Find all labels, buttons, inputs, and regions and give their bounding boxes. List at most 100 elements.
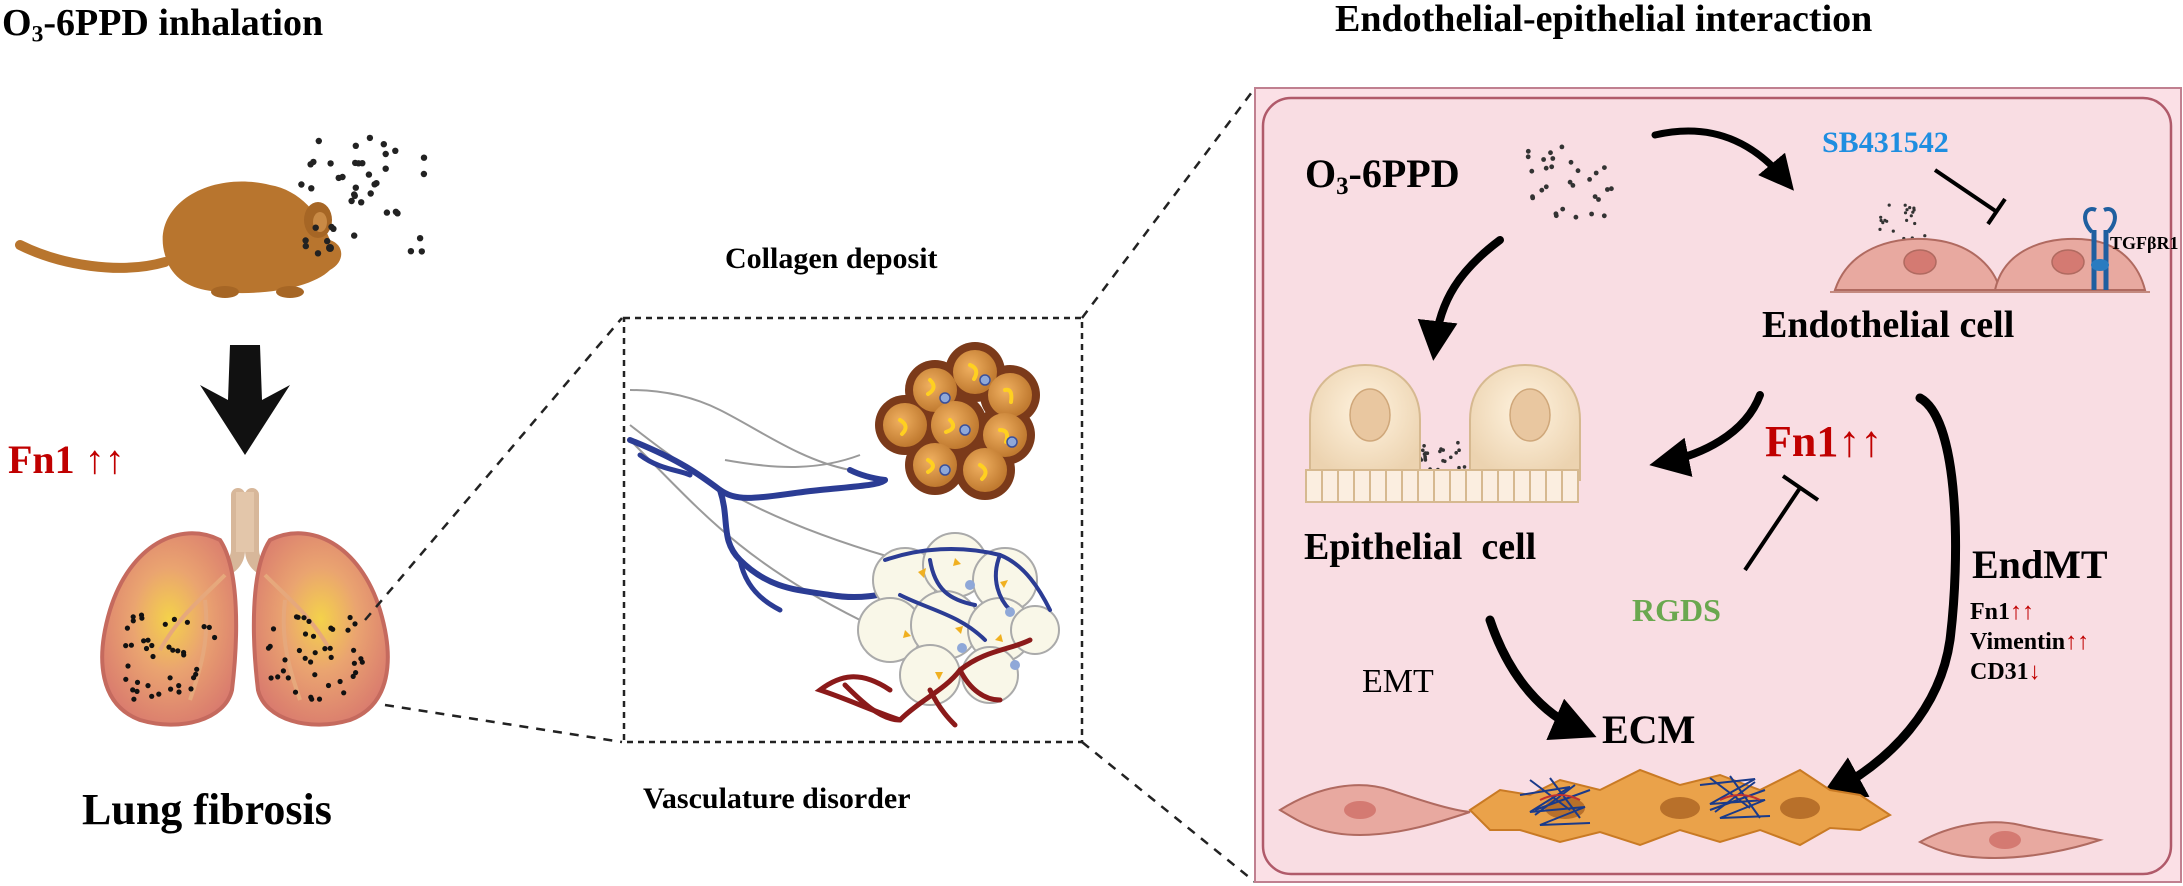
center-fn1-arrows: ↑↑ [1838,417,1883,466]
particle-dot [171,616,177,623]
particle-dot [1456,440,1460,445]
particle-dot [1541,157,1546,162]
endmt-marker-arrow: ↓ [2028,659,2041,685]
endmt-marker: Fn1↑↑ [1970,600,2089,624]
particle-dot [1596,197,1601,202]
particle-dot [1423,456,1427,460]
ecm-label: ECM [1602,707,1696,752]
lung-fibrosis-label: Lung fibrosis [82,785,332,834]
particle-dot [206,624,212,631]
particle-dot [1923,234,1927,238]
particle-dot [184,619,190,625]
particle-dot [1525,154,1531,160]
particle-dot [310,158,317,166]
particle-dot [309,696,315,702]
particle-dot [316,696,323,702]
particle-dot [327,645,333,651]
collagen-deposit-label: Collagen deposit [725,242,938,275]
particle-dot [367,190,374,197]
particle-dot [380,141,387,148]
particle-dot [352,621,358,627]
endmt-marker-name: Vimentin [1970,629,2066,655]
rgds-label: RGDS [1632,592,1721,628]
particle-dot [1570,183,1576,188]
receptor-icon [2083,207,2117,290]
particle-dot [306,618,312,625]
endmt-marker-arrow: ↑↑ [2065,629,2090,655]
left-title-suffix: -6PPD inhalation [43,2,324,44]
particle-dot [383,209,391,216]
particle-dot [302,631,309,637]
particle-dot [1602,165,1607,171]
particle-dot [365,171,373,178]
particle-dot [130,687,136,693]
particle-dot [418,248,425,255]
particle-dot [308,659,314,665]
particle-dot [285,675,291,681]
particle-dot [1573,214,1579,220]
particle-dot [130,614,136,620]
particle-dot [358,199,365,206]
particle-dot [302,242,309,250]
particle-dot [1905,208,1909,212]
particle-dot [392,208,400,215]
particle-dot [351,660,357,666]
particle-dot [1549,164,1555,170]
ecm-fibroblast-icon [1278,768,2104,860]
particle-dot [1589,211,1594,217]
particle-dot [1587,177,1592,182]
particle-dot [201,624,207,630]
down-arrow-icon [200,345,290,455]
particle-dot [130,618,136,624]
emt-label: EMT [1362,663,1434,700]
left-title-subscript: 3 [31,21,44,48]
particle-dot [1878,227,1882,231]
particle-dot [1560,206,1566,212]
particle-dot [416,235,424,242]
particle-dot [322,646,328,652]
particle-dot [310,633,317,639]
particle-dot [125,663,131,669]
particle-dot [162,621,168,627]
o3-prefix: O [1305,151,1337,196]
endmt-marker-name: CD31 [1970,659,2029,685]
particle-dot [1543,184,1549,190]
particle-dot [1887,203,1891,207]
particle-dot [1525,148,1531,154]
particle-dot [123,676,129,682]
inhibit-arrow-icon [1743,168,2007,572]
particle-dot [1909,214,1913,218]
particle-dot [128,642,134,648]
particle-dot [1449,455,1453,460]
particle-dot [1462,465,1467,469]
particle-dot [123,643,129,649]
particle-dot [265,645,272,651]
particle-dot [168,686,174,692]
particle-dot [149,693,155,699]
zoom-box [622,316,1084,744]
particle-dot [325,682,332,689]
particle-dot [176,689,182,695]
particle-dot [352,142,359,149]
particle-dot [1903,211,1908,215]
particle-dot [350,673,356,680]
center-fn1-label: Fn1↑↑ [1765,420,1882,464]
particle-dot [1605,187,1610,192]
particle-dot [145,683,151,689]
tgfbr1-label: TGFβR1 [2110,233,2179,253]
particle-dot [296,647,302,654]
particle-dot [1539,187,1545,193]
particle-dot [1421,448,1425,453]
particle-dot [1609,186,1614,192]
particle-dot [131,696,137,702]
o3-subscript: 3 [1336,172,1349,200]
particle-dot [315,137,322,145]
particle-dot [1911,210,1915,214]
alveoli-collagen-icon [724,342,1040,500]
particle-dot [353,670,359,676]
particle-dot [295,614,301,620]
particle-dot [150,653,156,660]
particle-dot [298,181,305,188]
particle-dot [324,237,331,245]
